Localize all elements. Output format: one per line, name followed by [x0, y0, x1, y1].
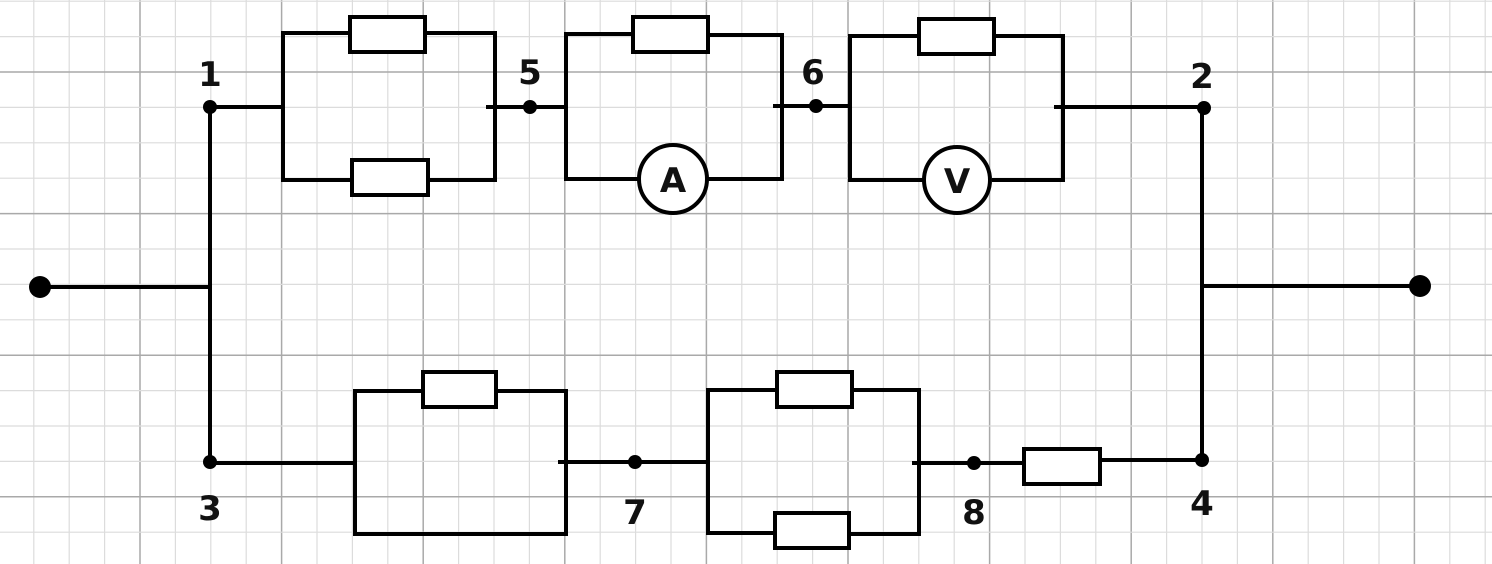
node-labels: 1 2 3 4 5 6 7 8: [198, 53, 1214, 533]
node-8-dot: [967, 456, 981, 470]
node-8-label: 8: [962, 493, 986, 533]
resistor-1-5-bottom: [350, 158, 430, 197]
voltmeter-circle: [922, 145, 992, 215]
resistor-1-5-top: [348, 15, 427, 54]
block-1-5-frame-right: [423, 31, 497, 182]
block-5-6-frame-left: [564, 32, 638, 181]
resistor-5-6-top: [631, 15, 710, 54]
resistor-7-8-top: [775, 370, 854, 409]
block-1-5-frame-left: [281, 31, 354, 182]
node-3-dot: [203, 455, 217, 469]
node-6-dot: [809, 99, 823, 113]
node-3-label: 3: [198, 489, 222, 529]
block-6-2-frame-left: [848, 34, 924, 182]
resistor-8-4: [1022, 447, 1102, 486]
node-6-label: 6: [801, 53, 825, 93]
voltmeter: V: [922, 145, 992, 215]
output-terminal: [1409, 275, 1431, 297]
block-3-7-frame-left: [353, 389, 568, 536]
resistor-3-7-top: [421, 370, 498, 409]
node-5-dot: [523, 100, 537, 114]
node-4-dot: [1195, 453, 1209, 467]
ammeter: A: [637, 143, 709, 215]
node-2-dot: [1197, 101, 1211, 115]
resistors: [348, 15, 1102, 550]
block-7-8-frame-left: [706, 388, 779, 535]
node-7-dot: [628, 455, 642, 469]
nodes: [29, 99, 1431, 470]
node-1-dot: [203, 100, 217, 114]
resistor-7-8-bottom: [773, 511, 851, 550]
node-7-label: 7: [623, 493, 647, 533]
node-4-label: 4: [1190, 484, 1214, 524]
voltmeter-label: V: [944, 162, 971, 202]
ammeter-label: A: [660, 161, 687, 201]
ammeter-circle: [637, 143, 709, 215]
resistor-6-2-top: [917, 17, 996, 56]
node-2-label: 2: [1190, 57, 1214, 97]
node-5-label: 5: [518, 53, 542, 93]
node-1-label: 1: [198, 55, 222, 95]
input-terminal: [29, 276, 51, 298]
